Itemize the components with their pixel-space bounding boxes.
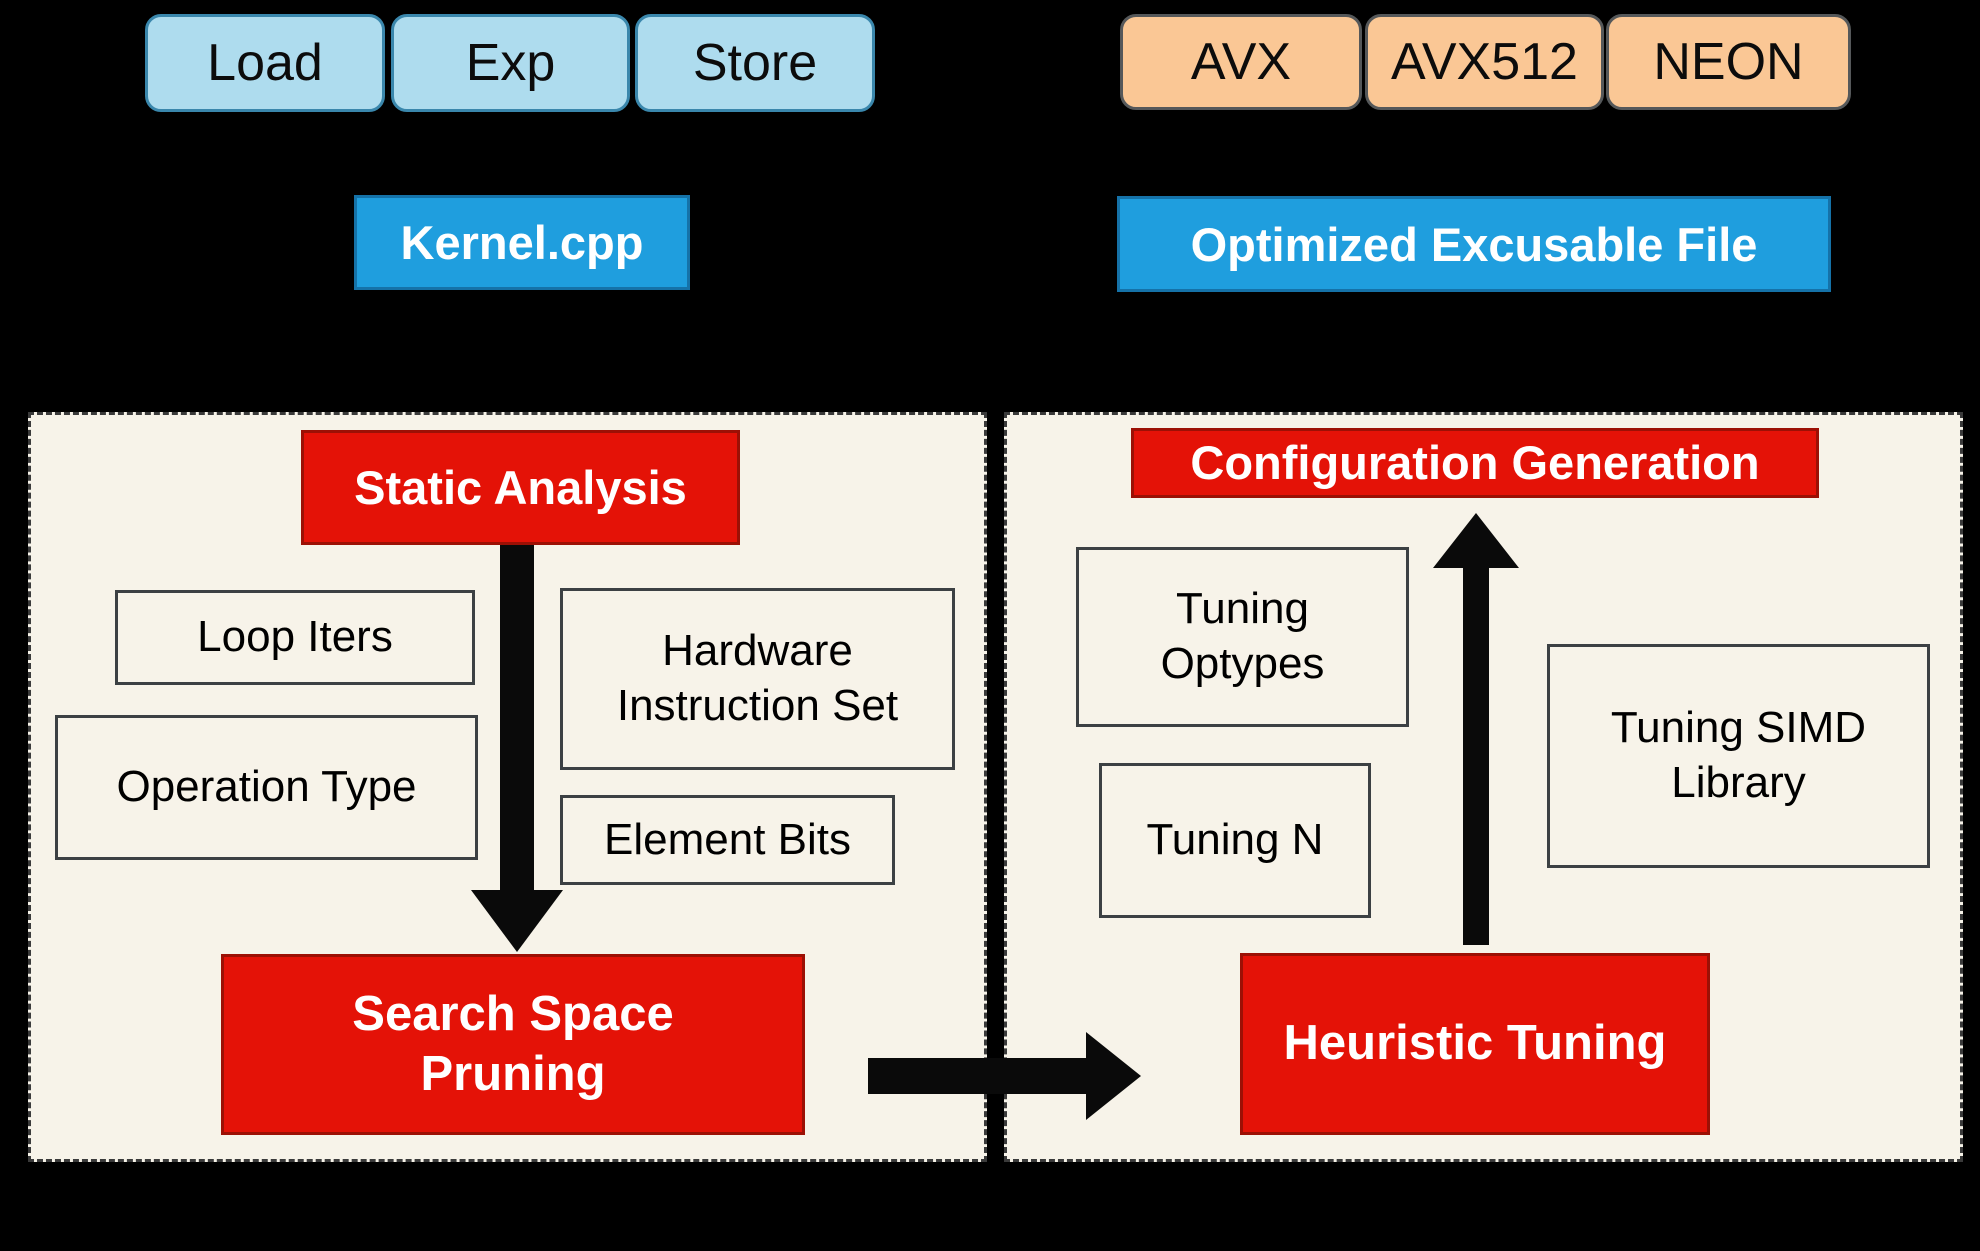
simd-target-label-avx512: AVX512: [1391, 33, 1578, 91]
knob-box-tuning-n: Tuning N: [1099, 763, 1371, 918]
arrow-right-head-icon: [1086, 1032, 1141, 1120]
factor-box-operation-type: Operation Type: [55, 715, 478, 860]
kernel-op-box-load: Load: [145, 14, 385, 112]
search-space-pruning-box: Search Space Pruning: [221, 954, 805, 1135]
output-file-box: Optimized Excusable File: [1117, 196, 1831, 292]
factor-box-hardware-instruction-set: Hardware Instruction Set: [560, 588, 955, 770]
static-analysis-stage-label: Static Analysis: [354, 460, 687, 514]
knob-label-tuning-simd-library: Tuning SIMD Library: [1610, 703, 1867, 807]
source-file-label: Kernel.cpp: [400, 216, 644, 269]
arrow-down-shaft: [500, 545, 534, 892]
output-file-label: Optimized Excusable File: [1190, 217, 1758, 271]
kernel-op-label-load: Load: [207, 34, 323, 92]
source-file-box: Kernel.cpp: [354, 195, 690, 290]
arrow-up-shaft: [1463, 566, 1489, 945]
factor-box-element-bits: Element Bits: [560, 795, 895, 885]
knob-label-tuning-optypes: Tuning Optypes: [1160, 584, 1325, 688]
search-space-pruning-label: Search Space Pruning: [352, 986, 674, 1101]
factor-label-element-bits: Element Bits: [604, 814, 851, 864]
kernel-op-label-store: Store: [692, 34, 818, 92]
simd-target-label-avx: AVX: [1190, 33, 1292, 91]
arrow-up-head-icon: [1433, 513, 1519, 568]
simd-target-box-neon: NEON: [1606, 14, 1851, 110]
kernel-op-box-store: Store: [635, 14, 875, 112]
simd-target-label-neon: NEON: [1653, 33, 1804, 91]
kernel-op-label-exp: Exp: [465, 34, 556, 92]
heuristic-tuning-label: Heuristic Tuning: [1283, 1016, 1667, 1071]
knob-box-tuning-optypes: Tuning Optypes: [1076, 547, 1409, 727]
factor-label-hardware-instruction-set: Hardware Instruction Set: [616, 626, 899, 730]
arrow-down-head-icon: [471, 890, 563, 952]
kernel-op-box-exp: Exp: [391, 14, 630, 112]
static-analysis-stage-box: Static Analysis: [301, 430, 740, 545]
factor-label-loop-iters: Loop Iters: [197, 612, 393, 662]
simd-target-box-avx512: AVX512: [1365, 14, 1604, 110]
heuristic-tuning-box: Heuristic Tuning: [1240, 953, 1710, 1135]
simd-target-box-avx: AVX: [1120, 14, 1362, 110]
configuration-generation-stage-label: Configuration Generation: [1190, 436, 1760, 490]
knob-box-tuning-simd-library: Tuning SIMD Library: [1547, 644, 1930, 868]
configuration-generation-stage-box: Configuration Generation: [1131, 428, 1819, 498]
knob-label-tuning-n: Tuning N: [1146, 815, 1324, 865]
factor-box-loop-iters: Loop Iters: [115, 590, 475, 685]
arrow-right-shaft: [868, 1058, 1088, 1094]
factor-label-operation-type: Operation Type: [116, 762, 417, 812]
